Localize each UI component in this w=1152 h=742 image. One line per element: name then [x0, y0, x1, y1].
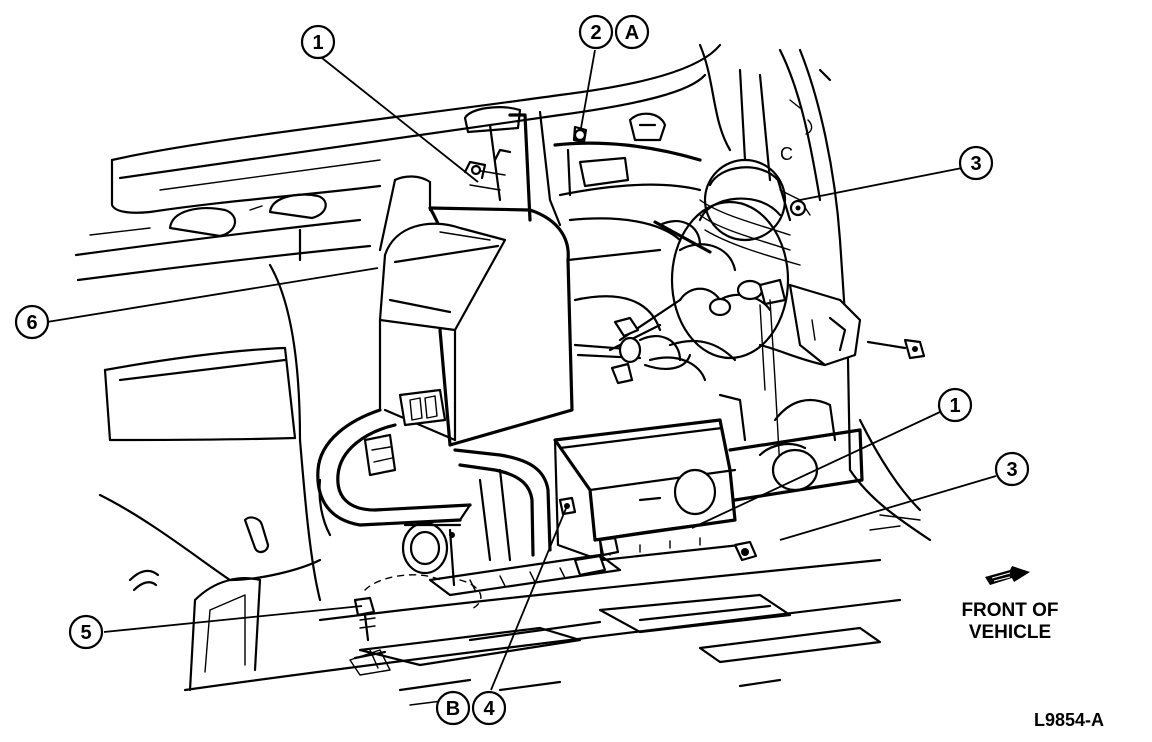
svg-text:2: 2	[590, 22, 601, 44]
callout-4: 4	[471, 690, 507, 726]
svg-text:3: 3	[1006, 459, 1017, 481]
callout-2: 2	[578, 14, 614, 50]
left-kick-panel	[98, 228, 322, 692]
part-letter-c: C	[780, 144, 793, 164]
front-arrow-icon	[985, 566, 1030, 585]
leader-lines	[46, 49, 997, 691]
callout-1-mid: 1	[937, 387, 973, 423]
callout-a: A	[614, 14, 650, 50]
svg-text:4: 4	[483, 698, 495, 720]
blower-motor	[608, 158, 926, 471]
front-label-line1: FRONT OF	[961, 600, 1059, 621]
callout-3-mid: 3	[994, 451, 1030, 487]
lower-duct	[553, 393, 864, 562]
svg-text:A: A	[625, 22, 639, 44]
svg-text:1: 1	[949, 395, 960, 417]
svg-text:6: 6	[26, 312, 37, 334]
plenum-duct	[553, 112, 702, 332]
actuator-rod	[573, 316, 692, 385]
callout-b: B	[435, 690, 471, 726]
svg-text:5: 5	[80, 622, 91, 644]
heater-hoses	[316, 388, 552, 587]
callout-6: 6	[14, 304, 50, 340]
a-pillar: C	[698, 43, 932, 542]
callout-5: 5	[68, 614, 104, 650]
dash-panel	[74, 43, 722, 282]
callout-3-top: 3	[958, 145, 994, 181]
svg-text:B: B	[446, 698, 460, 720]
figure-reference-code: L9854-A	[1034, 710, 1105, 730]
svg-text:1: 1	[312, 32, 323, 54]
svg-text:3: 3	[970, 153, 981, 175]
front-of-vehicle-label: FRONT OF VEHICLE	[940, 600, 1080, 644]
floor-pan	[183, 558, 902, 706]
heater-core-housing	[378, 110, 574, 447]
front-label-line2: VEHICLE	[968, 622, 1052, 643]
callout-1-top: 1	[300, 24, 336, 60]
